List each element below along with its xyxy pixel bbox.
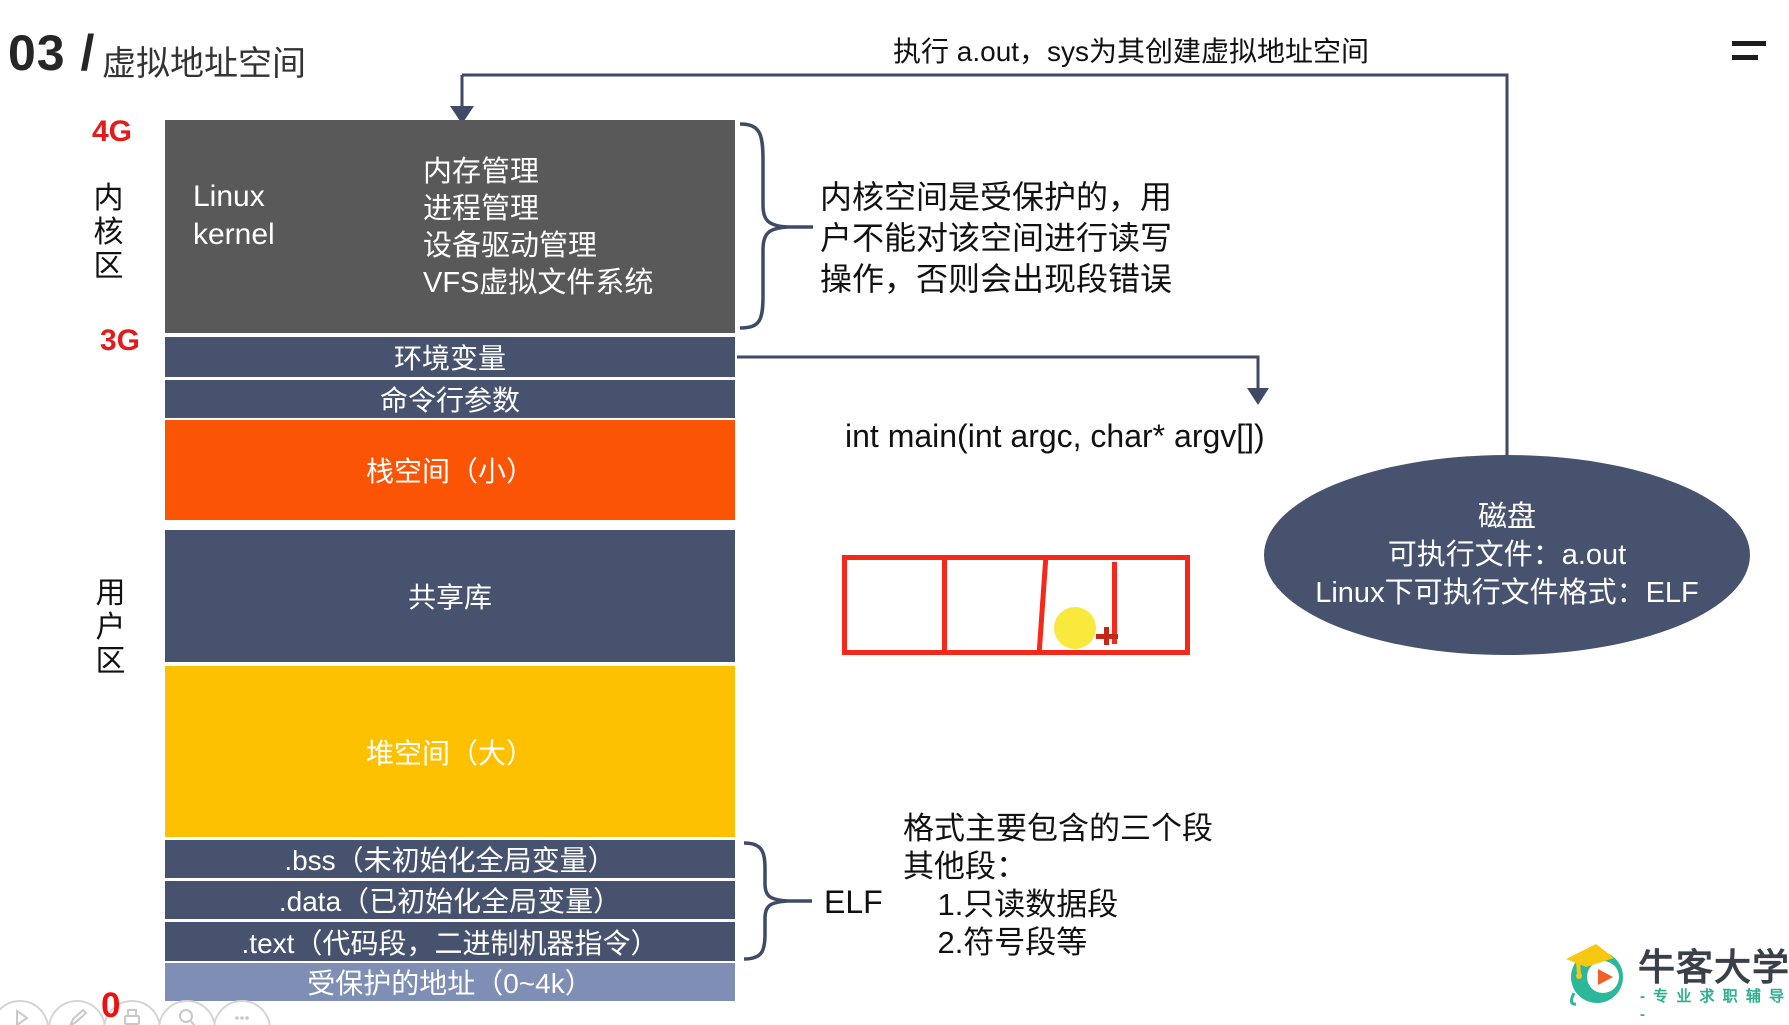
disk-ellipse: 磁盘 可执行文件：a.out Linux下可执行文件格式：ELF <box>1264 455 1750 655</box>
segment-shared-lib: 共享库 <box>165 530 735 662</box>
kernel-feature: VFS虚拟文件系统 <box>423 267 654 299</box>
handdrawn-divider <box>942 558 947 652</box>
segment-text: .text（代码段，二进制机器指令） <box>165 922 735 961</box>
printer-icon <box>124 1009 140 1025</box>
pencil-icon <box>69 1008 88 1025</box>
down-arrowhead-icon <box>1247 388 1269 405</box>
kernel-name-label: Linux kernel <box>193 180 275 251</box>
segment-env-vars: 环境变量 <box>165 337 735 377</box>
kernel-feature: 进程管理 <box>423 193 540 225</box>
logo-tagline: - 专 业 求 职 辅 导 - <box>1640 988 1787 1023</box>
annotate-button[interactable] <box>48 1000 106 1025</box>
segment-cmd-args: 命令行参数 <box>165 380 735 418</box>
kernel-zone-label: 内核区 <box>93 182 124 283</box>
kernel-feature: 设备驱动管理 <box>423 230 598 262</box>
handdrawn-cross-mark <box>1104 627 1109 645</box>
kernel-protection-note: 内核空间是受保护的，用 户不能对该空间进行读写 操作，否则会出现段错误 <box>820 179 1173 297</box>
play-icon <box>16 1009 29 1025</box>
slide-number: 03 / <box>8 25 96 81</box>
kernel-block: Linux kernel 内存管理 进程管理 设备驱动管理 VFS虚拟文件系统 <box>165 120 735 333</box>
kernel-brace <box>739 122 789 330</box>
logo-text: 牛客大学 <box>1638 947 1789 988</box>
search-icon <box>179 1009 196 1025</box>
handdrawn-yellow-dot <box>1054 607 1096 649</box>
handdrawn-segments-rect <box>842 555 1190 655</box>
page-title: 虚拟地址空间 <box>102 45 306 83</box>
address-label-4g: 4G <box>92 115 133 148</box>
main-connector-line <box>737 355 1260 390</box>
main-signature-text: int main(int argc, char* argv[]) <box>845 418 1265 454</box>
play-button[interactable] <box>0 1000 49 1025</box>
more-dots-icon <box>235 1016 249 1020</box>
more-button[interactable] <box>213 1000 271 1025</box>
search-button[interactable] <box>158 1000 216 1025</box>
niuke-logo-icon <box>1566 944 1623 1006</box>
elf-format-note: 格式主要包含的三个段 其他段： 1.只读数据段 2.符号段等 <box>903 811 1213 960</box>
user-zone-label: 用户区 <box>95 577 126 678</box>
segment-heap: 堆空间（大） <box>165 666 735 837</box>
elf-brace <box>743 841 789 961</box>
kernel-feature-list: 内存管理 进程管理 设备驱动管理 VFS虚拟文件系统 <box>423 154 653 302</box>
segment-stack: 栈空间（小） <box>165 420 735 520</box>
handdrawn-divider <box>1112 562 1117 644</box>
niuke-logo: 牛客大学 - 专 业 求 职 辅 导 - <box>1558 933 1789 1023</box>
exec-annotation: 执行 a.out，sys为其创建虚拟地址空间 <box>893 36 1370 67</box>
handdrawn-divider <box>1036 557 1049 653</box>
menu-icon[interactable] <box>1732 41 1768 63</box>
elf-label: ELF <box>824 884 883 920</box>
segment-bss: .bss（未初始化全局变量） <box>165 840 735 878</box>
segment-protected: 受保护的地址（0~4k） <box>165 963 735 1001</box>
segment-data: .data（已初始化全局变量） <box>165 881 735 919</box>
address-label-0: 0 <box>101 986 121 1025</box>
address-label-3g: 3G <box>100 324 141 357</box>
kernel-feature: 内存管理 <box>423 156 540 188</box>
